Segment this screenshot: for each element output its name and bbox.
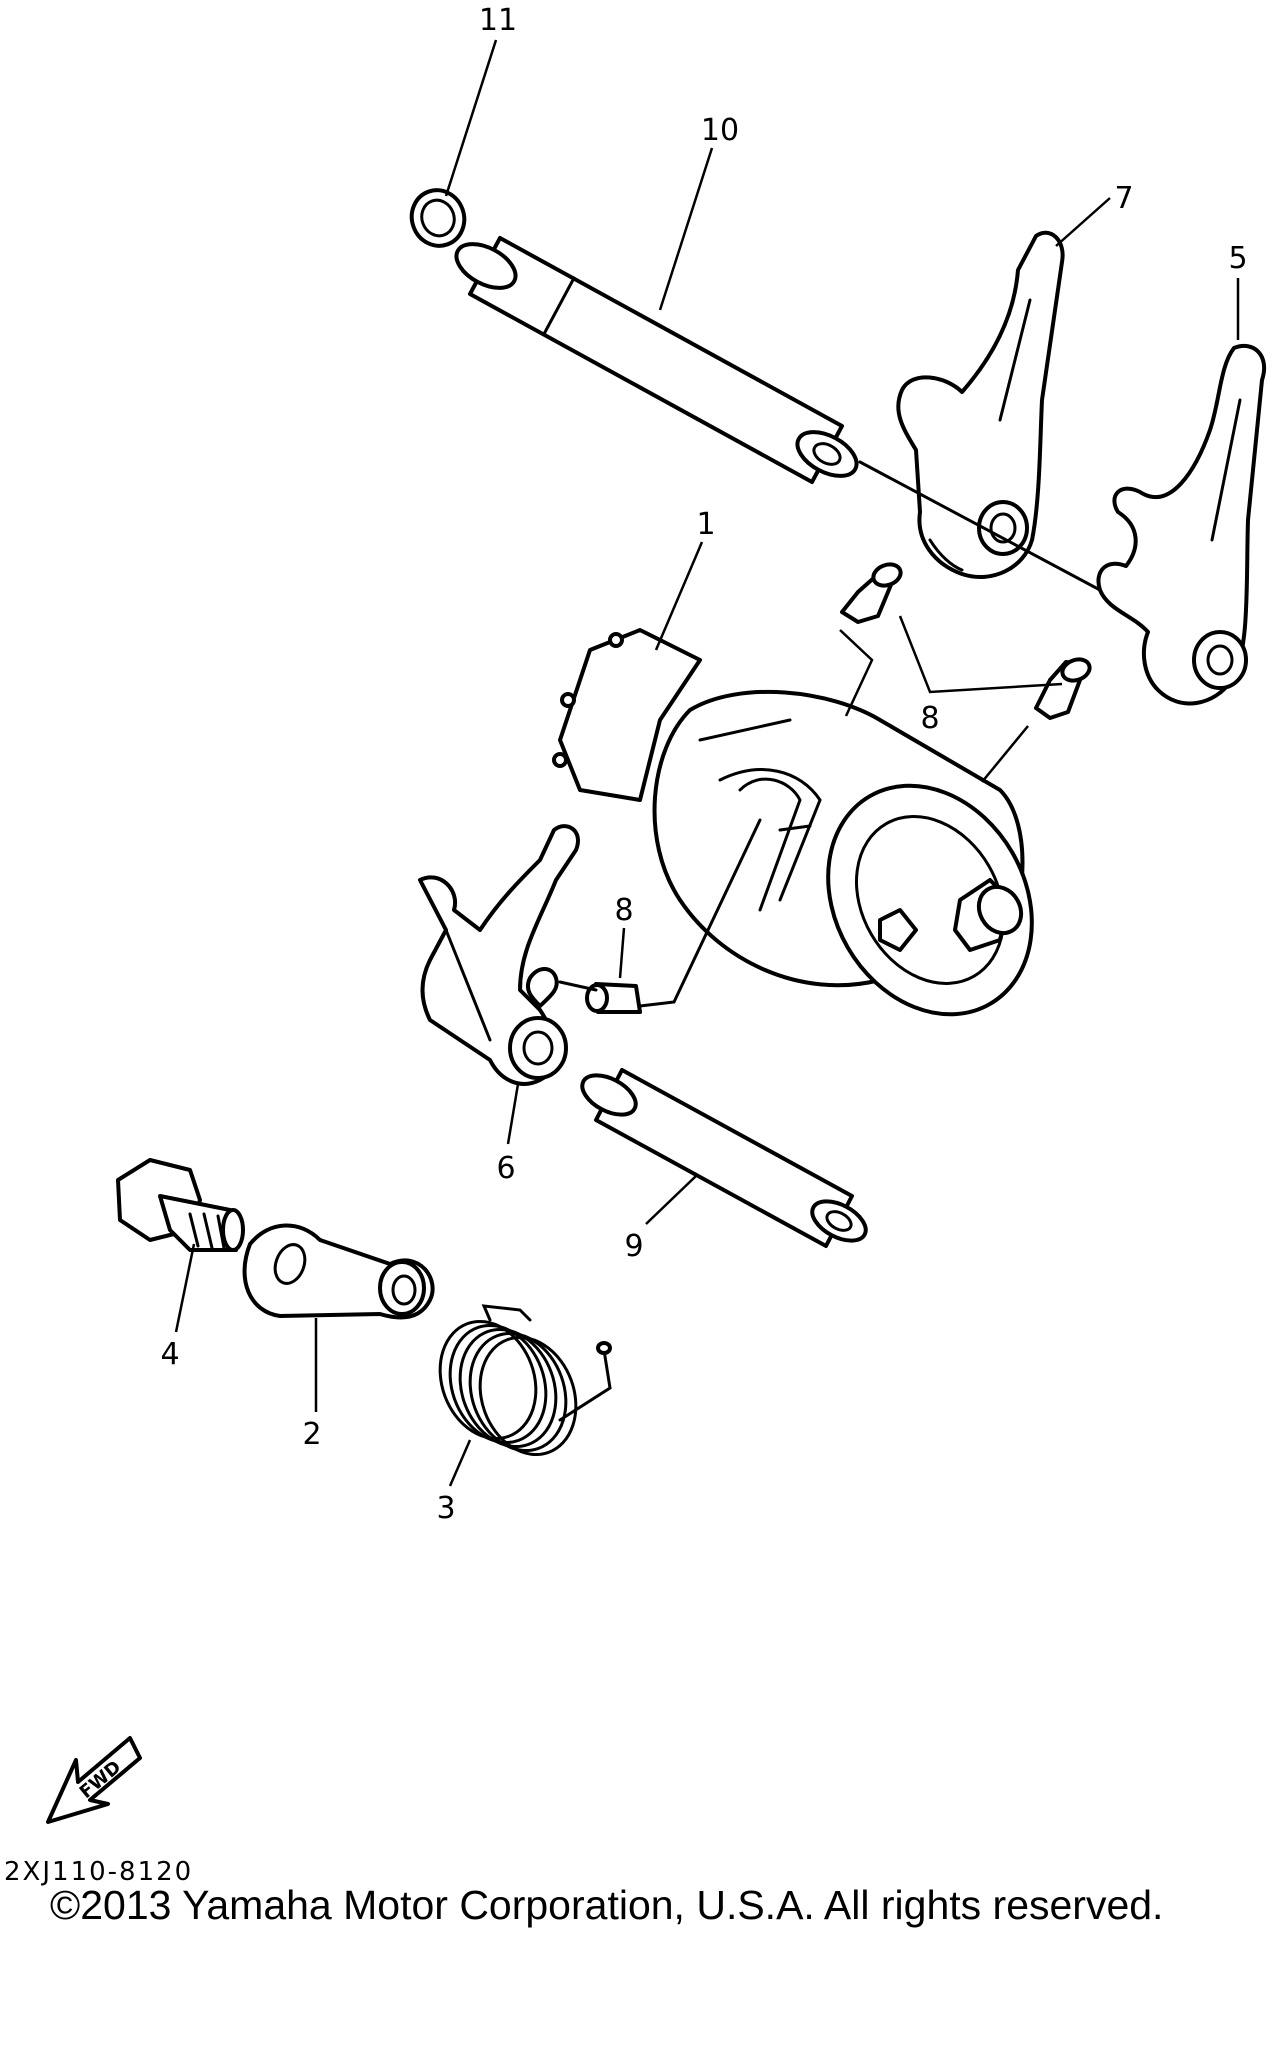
callout-1: 1 [696,507,715,542]
leader-lines [174,39,1240,1487]
callout-11: 11 [479,3,517,38]
callout-6: 6 [496,1151,515,1186]
part-7-shift-fork [896,230,1065,579]
callout-9: 9 [624,1229,643,1264]
callout-10: 10 [701,113,739,148]
callout-7: 7 [1114,181,1133,216]
part-1-shift-cam [552,628,1034,1017]
part-2-stopper-lever [242,1223,435,1320]
part-8-pin-lower [585,982,642,1014]
shift-cam-fork-diagram: 11 10 7 5 1 8 8 6 9 4 2 3 FWD [46,3,1266,1824]
part-11-circlip [409,188,467,248]
callout-4: 4 [160,1337,179,1372]
callout-8-lower: 8 [614,893,633,928]
part-9-guide-bar [580,1068,868,1248]
part-8-pin-upper-left [840,562,903,624]
part-8-pin-upper-right [1034,657,1092,720]
callout-5: 5 [1228,241,1247,276]
fwd-arrow-icon: FWD [46,1736,142,1824]
callout-3: 3 [436,1491,455,1526]
diagram-code: 2XJ110-8120 [4,1857,194,1887]
part-6-shift-fork [418,824,580,1086]
part-4-bolt [116,1158,245,1252]
part-10-guide-bar [454,236,859,484]
copyright-notice: ©2013 Yamaha Motor Corporation, U.S.A. A… [50,1882,1164,1928]
part-3-spring [438,1304,612,1457]
part-5-shift-fork [1096,344,1266,706]
callout-2: 2 [302,1417,321,1452]
callout-8-upper: 8 [920,701,939,736]
